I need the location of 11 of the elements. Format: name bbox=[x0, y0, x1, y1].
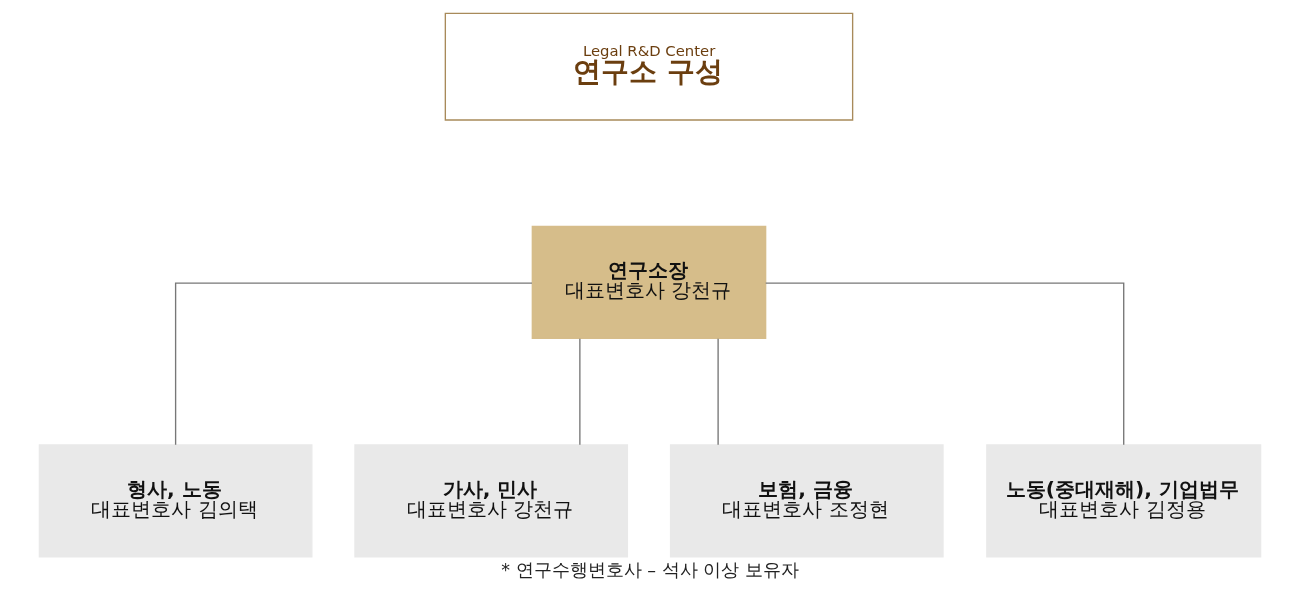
connector bbox=[717, 338, 719, 446]
connector bbox=[174, 282, 533, 446]
caption: * 연구수행변호사 – 석사 이상 보유자 bbox=[501, 560, 799, 581]
node-box: 노동(중대재해), 기업법무 대표변호사 김정용 bbox=[986, 444, 1262, 558]
node-box: 가사, 민사 대표변호사 강천규 bbox=[354, 444, 629, 558]
node-box: 형사, 노동 대표변호사 김의택 bbox=[38, 444, 313, 558]
connector bbox=[579, 338, 581, 446]
node-box: 보험, 금융 대표변호사 조정현 bbox=[669, 444, 944, 558]
node-box: 연구소장 대표변호사 강천규 bbox=[531, 225, 767, 340]
node-box: Legal R&D Center 연구소 구성 bbox=[444, 12, 854, 121]
connector bbox=[765, 282, 1125, 446]
